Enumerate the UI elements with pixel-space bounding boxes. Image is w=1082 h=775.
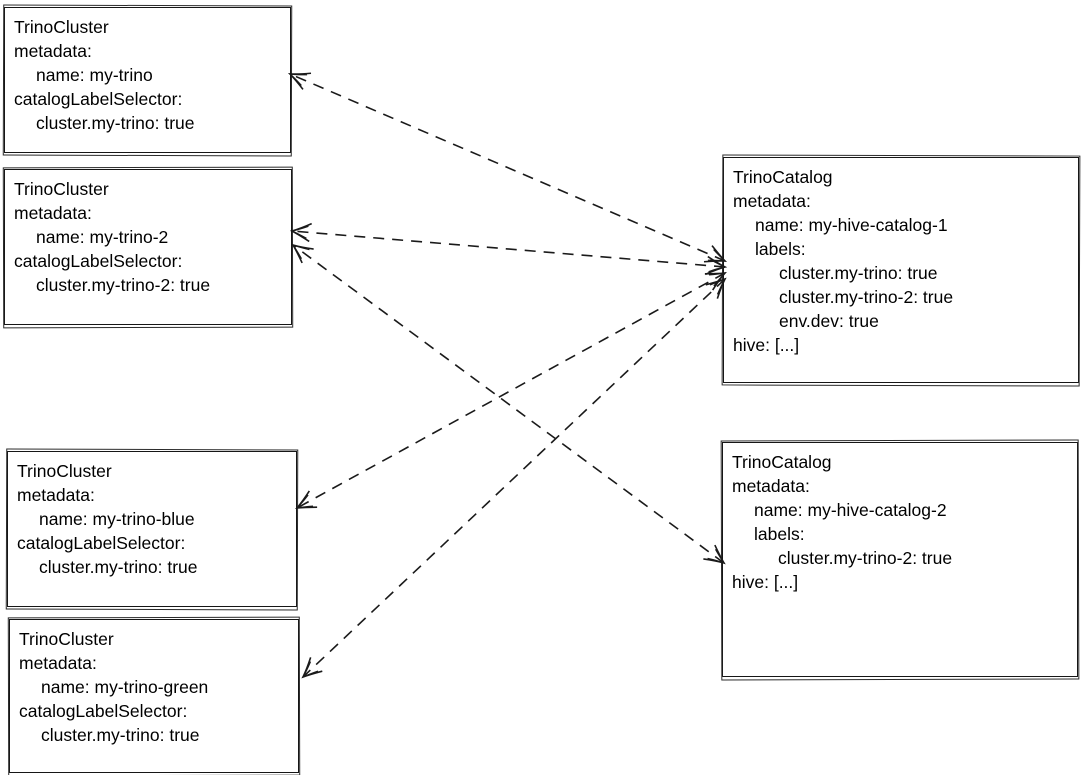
node-trino-catalog-my-hive-catalog-1: TrinoCatalog metadata: name: my-hive-cat…	[723, 157, 1079, 383]
node-line: hive: [...]	[732, 572, 799, 592]
node-line: cluster.my-trino-2: true	[779, 287, 954, 307]
node-line: cluster.my-trino: true	[779, 263, 938, 283]
node-line: cluster.my-trino-2: true	[36, 275, 211, 295]
node-line: cluster.my-trino: true	[41, 725, 200, 745]
node-trino-cluster-my-trino-2: TrinoCluster metadata: name: my-trino-2 …	[4, 169, 292, 325]
node-line: metadata:	[14, 41, 92, 61]
node-line: TrinoCluster	[17, 461, 112, 481]
node-line: catalogLabelSelector:	[17, 533, 186, 553]
node-trino-cluster-my-trino-green: TrinoCluster metadata: name: my-trino-gr…	[9, 619, 299, 773]
node-line: name: my-trino-2	[36, 227, 169, 247]
node-line: TrinoCluster	[19, 629, 114, 649]
edge-catalog1-cluster2	[289, 222, 728, 276]
node-line: catalogLabelSelector:	[19, 701, 188, 721]
node-line: TrinoCatalog	[732, 452, 832, 472]
node-line: catalogLabelSelector:	[14, 251, 183, 271]
node-trino-cluster-my-trino-blue: TrinoCluster metadata: name: my-trino-bl…	[7, 451, 297, 607]
node-line: cluster.my-trino-2: true	[778, 548, 953, 568]
node-line: name: my-hive-catalog-1	[755, 215, 948, 235]
node-line: cluster.my-trino: true	[36, 113, 195, 133]
node-line: TrinoCluster	[14, 179, 109, 199]
node-line: metadata:	[19, 653, 97, 673]
node-line: labels:	[755, 239, 806, 259]
node-line: labels:	[754, 524, 805, 544]
node-line: env.dev: true	[779, 311, 879, 331]
node-line: metadata:	[732, 476, 810, 496]
edge-catalog2-cluster2	[291, 243, 726, 565]
edge-catalog1-cluster4	[301, 277, 727, 679]
node-trino-cluster-my-trino: TrinoCluster metadata: name: my-trino ca…	[4, 7, 291, 153]
node-line: TrinoCatalog	[733, 167, 833, 187]
node-line: name: my-hive-catalog-2	[754, 500, 947, 520]
edge-group	[288, 72, 728, 679]
node-line: name: my-trino-green	[41, 677, 209, 697]
node-line: TrinoCluster	[14, 17, 109, 37]
node-line: catalogLabelSelector:	[14, 89, 183, 109]
node-line: metadata:	[14, 203, 92, 223]
node-line: metadata:	[733, 191, 811, 211]
node-line: name: my-trino	[36, 65, 153, 85]
edge-catalog1-cluster3	[295, 272, 727, 509]
node-line: metadata:	[17, 485, 95, 505]
node-line: name: my-trino-blue	[39, 509, 195, 529]
node-trino-catalog-my-hive-catalog-2: TrinoCatalog metadata: name: my-hive-cat…	[722, 442, 1078, 677]
node-line: hive: [...]	[733, 335, 800, 355]
edge-catalog1-cluster1	[288, 72, 727, 263]
node-line: cluster.my-trino: true	[39, 557, 198, 577]
